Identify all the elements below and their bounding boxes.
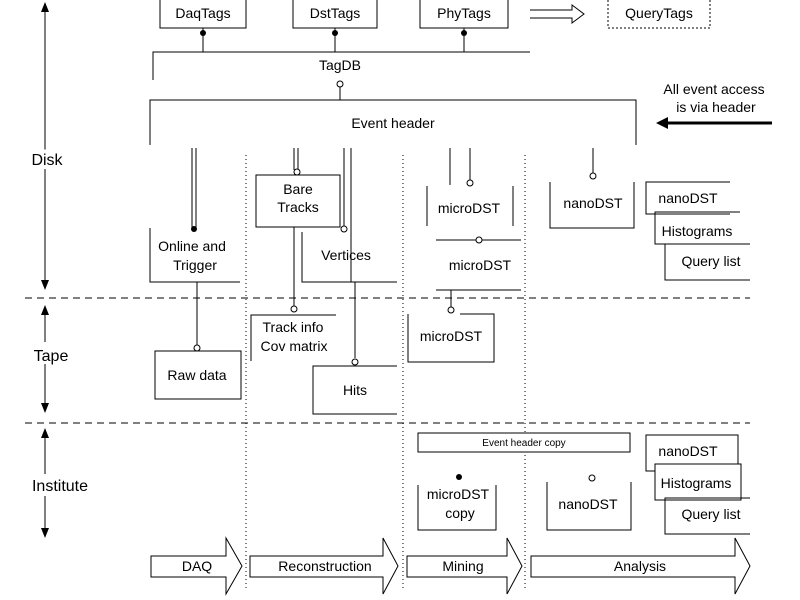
stage-arrow-daq: DAQ [150, 536, 243, 596]
institute-stack-query-list: Query list [681, 506, 740, 522]
institute-nanodst-label: nanoDST [558, 496, 618, 512]
bare-tracks-line1: Bare [283, 181, 313, 197]
stage-arrow-mining: Mining [406, 537, 523, 595]
event-header-copy-label: Event header copy [482, 438, 565, 449]
institute-label: Institute [32, 478, 88, 495]
disk-stack-query-list: Query list [681, 253, 740, 269]
raw-data-box: Raw data [154, 350, 242, 400]
tape-label: Tape [34, 348, 69, 365]
online-connector [191, 226, 197, 232]
stage-analysis-label: Analysis [614, 558, 666, 574]
daqtags-label: DaqTags [175, 5, 230, 21]
event-header-label: Event header [351, 115, 435, 131]
microdst-copy-line2: copy [445, 505, 475, 521]
dsttags-connector [332, 30, 338, 36]
access-note-line1: All event access [663, 81, 764, 97]
dsttags-box: DstTags [292, 0, 378, 29]
phytags-connector [461, 30, 467, 36]
track-info-line1: Track info [263, 319, 324, 335]
hits-label: Hits [343, 382, 367, 398]
tape-microdst-label: microDST [420, 328, 483, 344]
tagdb-connector [336, 80, 344, 88]
dsttags-label: DstTags [310, 5, 361, 21]
stage-daq-label: DAQ [182, 558, 212, 574]
stage-arrow-reconstruction: Reconstruction [249, 537, 399, 595]
disk-stack-nanodst: nanoDST [658, 190, 718, 206]
daqtags-connector [200, 30, 206, 36]
disk-microdst-1: microDST [438, 200, 501, 216]
online-trigger-line2: Trigger [173, 257, 217, 273]
stage-arrow-analysis: Analysis [530, 537, 751, 595]
microdst-copy-connector [456, 474, 462, 480]
institute-stack-nanodst: nanoDST [658, 443, 718, 459]
querytags-box: QueryTags [607, 0, 711, 29]
bare-tracks-box: Bare Tracks [255, 174, 341, 228]
disk-stack-histograms: Histograms [662, 223, 733, 239]
institute-nanodst-connector [588, 474, 596, 482]
query-arrow [530, 4, 585, 24]
raw-data-label: Raw data [167, 367, 226, 383]
institute-stack-histograms: Histograms [661, 475, 732, 491]
access-note-line2: is via header [676, 99, 756, 115]
track-info-line2: Cov matrix [261, 338, 328, 354]
tagdb-label: TagDB [319, 57, 361, 73]
online-trigger-line1: Online and [158, 238, 226, 254]
stage-reconstruction-label: Reconstruction [278, 558, 371, 574]
stage-mining-label: Mining [442, 558, 483, 574]
microdst-copy-line1: microDST [427, 486, 490, 502]
querytags-label: QueryTags [625, 5, 693, 21]
event-header-bracket [149, 99, 637, 145]
svg-text:Disk: Disk [31, 152, 63, 169]
institute-output-stack: nanoDST Histograms Query list [645, 434, 750, 535]
disk-label: Disk [31, 152, 63, 169]
phytags-label: PhyTags [437, 5, 491, 21]
phytags-box: PhyTags [419, 0, 509, 29]
disk-nanodst-label: nanoDST [563, 195, 623, 211]
event-header-copy-box: Event header copy [417, 432, 631, 453]
tagdb-bus [152, 51, 530, 80]
tape-microdst-box: microDST [407, 313, 495, 363]
vertices-label: Vertices [321, 247, 371, 263]
disk-microdst-2: microDST [449, 257, 512, 273]
disk-output-stack: nanoDST Histograms Query list [645, 181, 750, 281]
raw-data-connector [193, 344, 201, 352]
daqtags-box: DaqTags [159, 0, 247, 29]
bare-tracks-line2: Tracks [277, 199, 318, 215]
